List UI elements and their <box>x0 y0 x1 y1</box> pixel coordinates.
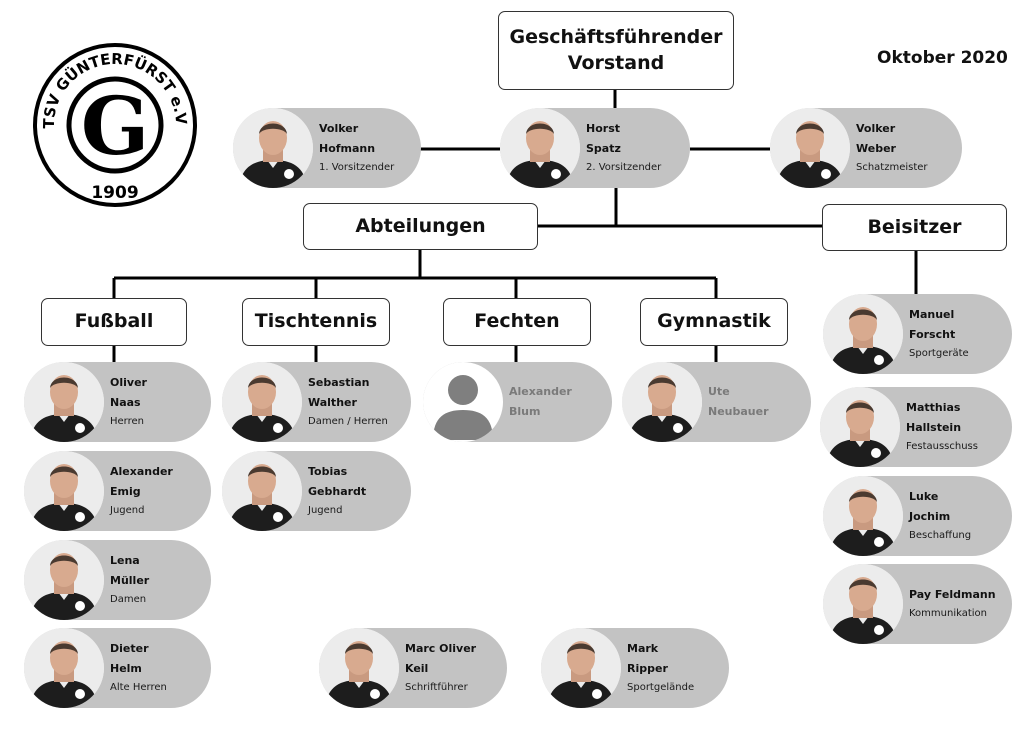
person-last-name: Hofmann <box>319 142 376 155</box>
gymnastics-heading: Gymnastik <box>640 298 788 346</box>
person-photo <box>622 362 702 442</box>
person-card-walther: Sebastian Walther Damen / Herren <box>222 362 411 442</box>
person-last-name: Naas <box>110 396 141 409</box>
person-card-feldmann: Pay Feldmann Kommunikation <box>823 564 1012 644</box>
person-last-name: Forscht <box>909 328 956 341</box>
fencing-heading: Fechten <box>443 298 591 346</box>
board-heading: Geschäftsführender Vorstand <box>498 11 734 90</box>
person-last-name: Weber <box>856 142 896 155</box>
person-first-name: Ute <box>708 385 730 398</box>
person-role: Beschaffung <box>909 530 972 541</box>
person-card-hallstein: Matthias Hallstein Festausschuss <box>820 387 1012 467</box>
person-first-name: Matthias <box>906 401 961 414</box>
person-role: Damen <box>110 594 147 605</box>
person-card-gebhardt: Tobias Gebhardt Jugend <box>222 451 411 531</box>
person-first-name: Oliver <box>110 376 147 389</box>
person-last-name: Keil <box>405 662 429 675</box>
board-heading-line1: Geschäftsführender <box>509 25 723 48</box>
football-heading: Fußball <box>41 298 187 346</box>
person-photo <box>823 476 903 556</box>
person-role: Damen / Herren <box>308 416 388 427</box>
person-last-name: Ripper <box>627 662 668 675</box>
person-last-name: Walther <box>308 396 357 409</box>
departments-heading: Abteilungen <box>303 203 538 250</box>
person-photo <box>233 108 313 188</box>
person-photo <box>770 108 850 188</box>
person-first-name: Volker <box>319 122 359 135</box>
person-role: Alte Herren <box>110 682 167 693</box>
person-last-name: Hallstein <box>906 421 962 434</box>
person-first-name: Tobias <box>308 465 348 478</box>
person-role: Festausschuss <box>906 441 978 452</box>
person-photo <box>24 628 104 708</box>
person-first-name: Manuel <box>909 308 955 321</box>
person-photo <box>541 628 621 708</box>
person-first-name: Horst <box>586 122 620 135</box>
person-photo <box>319 628 399 708</box>
person-last-name: Blum <box>509 405 541 418</box>
person-first-name: Dieter <box>110 642 149 655</box>
person-card-hofmann: Volker Hofmann 1. Vorsitzender <box>233 108 421 188</box>
person-card-forscht: Manuel Forscht Sportgeräte <box>823 294 1012 374</box>
person-role: Schriftführer <box>405 682 468 693</box>
assessors-heading: Beisitzer <box>822 204 1007 251</box>
date-label: Oktober 2020 <box>877 48 1008 68</box>
person-card-keil: Marc Oliver Keil Schriftführer <box>319 628 507 708</box>
tabletennis-heading: Tischtennis <box>242 298 390 346</box>
person-first-name: Alexander <box>509 385 572 398</box>
person-card-helm: Dieter Helm Alte Herren <box>24 628 211 708</box>
person-role: 2. Vorsitzender <box>586 162 662 173</box>
person-last-name: Müller <box>110 574 150 587</box>
person-first-name: Marc Oliver <box>405 642 477 655</box>
person-last-name: Spatz <box>586 142 621 155</box>
person-role: Jugend <box>110 505 145 516</box>
placeholder-avatar-icon <box>423 362 503 442</box>
person-card-spatz: Horst Spatz 2. Vorsitzender <box>500 108 690 188</box>
person-photo <box>222 362 302 442</box>
person-role: Sportgeräte <box>909 348 969 359</box>
board-heading-line2: Vorstand <box>567 51 665 74</box>
person-card-emig: Alexander Emig Jugend <box>24 451 211 531</box>
person-card-blum: Alexander Blum <box>423 362 612 442</box>
person-card-ripper: Mark Ripper Sportgelände <box>541 628 729 708</box>
person-photo <box>823 294 903 374</box>
person-first-name: Volker <box>856 122 896 135</box>
person-first-name: Luke <box>909 490 939 503</box>
person-last-name: Helm <box>110 662 142 675</box>
person-role: Jugend <box>308 505 343 516</box>
person-role: 1. Vorsitzender <box>319 162 395 173</box>
svg-text:G: G <box>81 79 149 173</box>
person-photo <box>222 451 302 531</box>
person-role: Schatzmeister <box>856 162 928 173</box>
person-photo <box>24 540 104 620</box>
person-first-name: Lena <box>110 554 140 567</box>
person-last-name: Jochim <box>909 510 951 523</box>
person-role: Sportgelände <box>627 682 695 693</box>
person-photo <box>24 451 104 531</box>
person-photo <box>24 362 104 442</box>
person-role: Herren <box>110 416 144 427</box>
person-first-name: Sebastian <box>308 376 370 389</box>
person-photo <box>500 108 580 188</box>
person-card-mueller: Lena Müller Damen <box>24 540 211 620</box>
person-card-weber: Volker Weber Schatzmeister <box>770 108 962 188</box>
person-photo <box>820 387 900 467</box>
svg-text:1909: 1909 <box>91 183 138 203</box>
person-last-name: Gebhardt <box>308 485 367 498</box>
person-photo <box>823 564 903 644</box>
person-last-name: Emig <box>110 485 141 498</box>
person-card-jochim: Luke Jochim Beschaffung <box>823 476 1012 556</box>
person-first-name: Alexander <box>110 465 173 478</box>
person-full-name: Pay Feldmann <box>909 588 996 601</box>
person-role: Kommunikation <box>909 608 988 619</box>
club-logo: TSV GÜNTERFÜRST e.V. 1909 G <box>29 28 198 208</box>
person-first-name: Mark <box>627 642 659 655</box>
person-card-naas: Oliver Naas Herren <box>24 362 211 442</box>
person-card-neubauer: Ute Neubauer <box>622 362 811 442</box>
person-last-name: Neubauer <box>708 405 769 418</box>
